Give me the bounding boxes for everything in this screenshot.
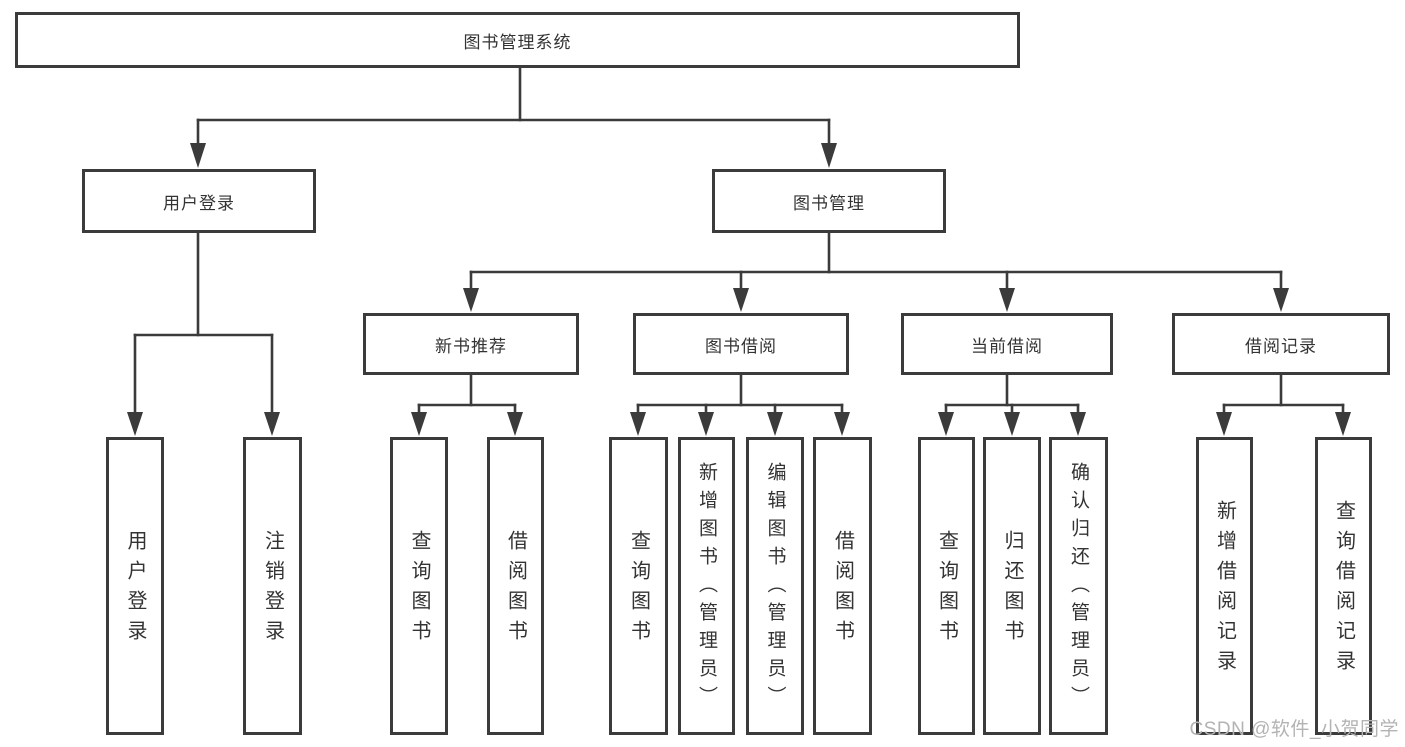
leaf-query-borrow-record: 查询借阅记录 — [1315, 437, 1372, 735]
leaf-add-books-admin: 新增图书（管理员） — [678, 437, 735, 735]
leaf-return-books: 归还图书 — [983, 437, 1041, 735]
node-borrowing-records: 借阅记录 — [1172, 313, 1390, 375]
leaf-logout: 注销登录 — [243, 437, 302, 735]
node-book-management: 图书管理 — [712, 169, 946, 233]
leaf-add-borrow-record: 新增借阅记录 — [1196, 437, 1253, 735]
leaf-query-books-recommend: 查询图书 — [390, 437, 448, 735]
leaf-user-login: 用户登录 — [106, 437, 164, 735]
node-root: 图书管理系统 — [15, 12, 1020, 68]
leaf-confirm-return-admin: 确认归还（管理员） — [1049, 437, 1108, 735]
node-book-borrowing: 图书借阅 — [633, 313, 849, 375]
node-current-borrowing: 当前借阅 — [901, 313, 1113, 375]
csdn-watermark: CSDN @软件_小贺同学 — [1189, 719, 1399, 740]
leaf-borrow-books-recommend: 借阅图书 — [487, 437, 544, 735]
leaf-query-books-current: 查询图书 — [918, 437, 975, 735]
leaf-edit-books-admin: 编辑图书（管理员） — [746, 437, 804, 735]
node-new-book-recommend: 新书推荐 — [363, 313, 579, 375]
node-user-login: 用户登录 — [82, 169, 316, 233]
leaf-query-books-borrowing: 查询图书 — [609, 437, 668, 735]
leaf-borrow-books-borrowing: 借阅图书 — [813, 437, 872, 735]
